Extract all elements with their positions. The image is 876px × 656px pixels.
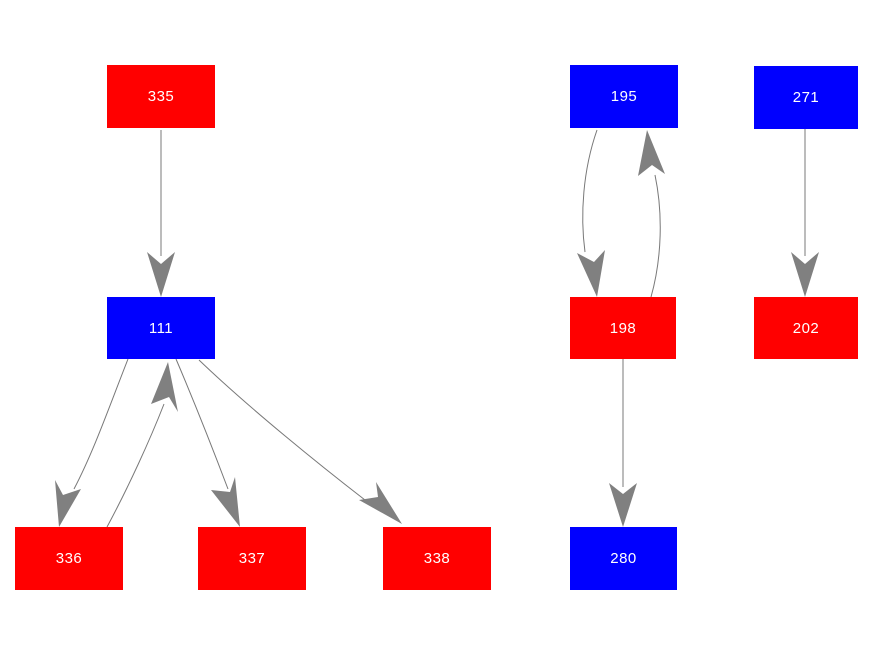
graph-node-label: 195: [610, 88, 638, 105]
edge-336-to-111: [106, 362, 178, 528]
graph-node-label: 338: [423, 550, 451, 567]
graph-node-label: 198: [609, 319, 637, 337]
edge-335-to-111: [147, 130, 175, 297]
graph-node-202[interactable]: 202: [754, 297, 858, 359]
graph-node-338[interactable]: 338: [383, 527, 491, 590]
graph-node-label: 111: [148, 319, 174, 337]
graph-node-271[interactable]: 271: [754, 66, 858, 129]
graph-node-280[interactable]: 280: [570, 527, 677, 590]
graph-node-label: 336: [55, 550, 83, 567]
graph-node-111[interactable]: 111: [107, 297, 215, 359]
graph-node-label: 271: [792, 89, 820, 106]
edge-111-to-337: [175, 358, 240, 527]
edge-195-to-198: [577, 129, 605, 297]
graph-node-label: 335: [147, 88, 175, 105]
edge-198-to-195: [638, 130, 665, 298]
graph-node-label: 337: [238, 550, 266, 567]
graph-node-195[interactable]: 195: [570, 65, 678, 128]
graph-node-198[interactable]: 198: [570, 297, 676, 359]
graph-node-label: 280: [610, 550, 637, 567]
edge-198-to-280: [609, 359, 637, 527]
graph-node-335[interactable]: 335: [107, 65, 215, 128]
edge-111-to-338: [198, 359, 402, 524]
graph-node-label: 202: [792, 319, 820, 337]
edge-111-to-336: [55, 358, 129, 527]
graph-node-337[interactable]: 337: [198, 527, 306, 590]
graph-node-336[interactable]: 336: [15, 527, 123, 590]
edge-271-to-202: [791, 129, 819, 297]
